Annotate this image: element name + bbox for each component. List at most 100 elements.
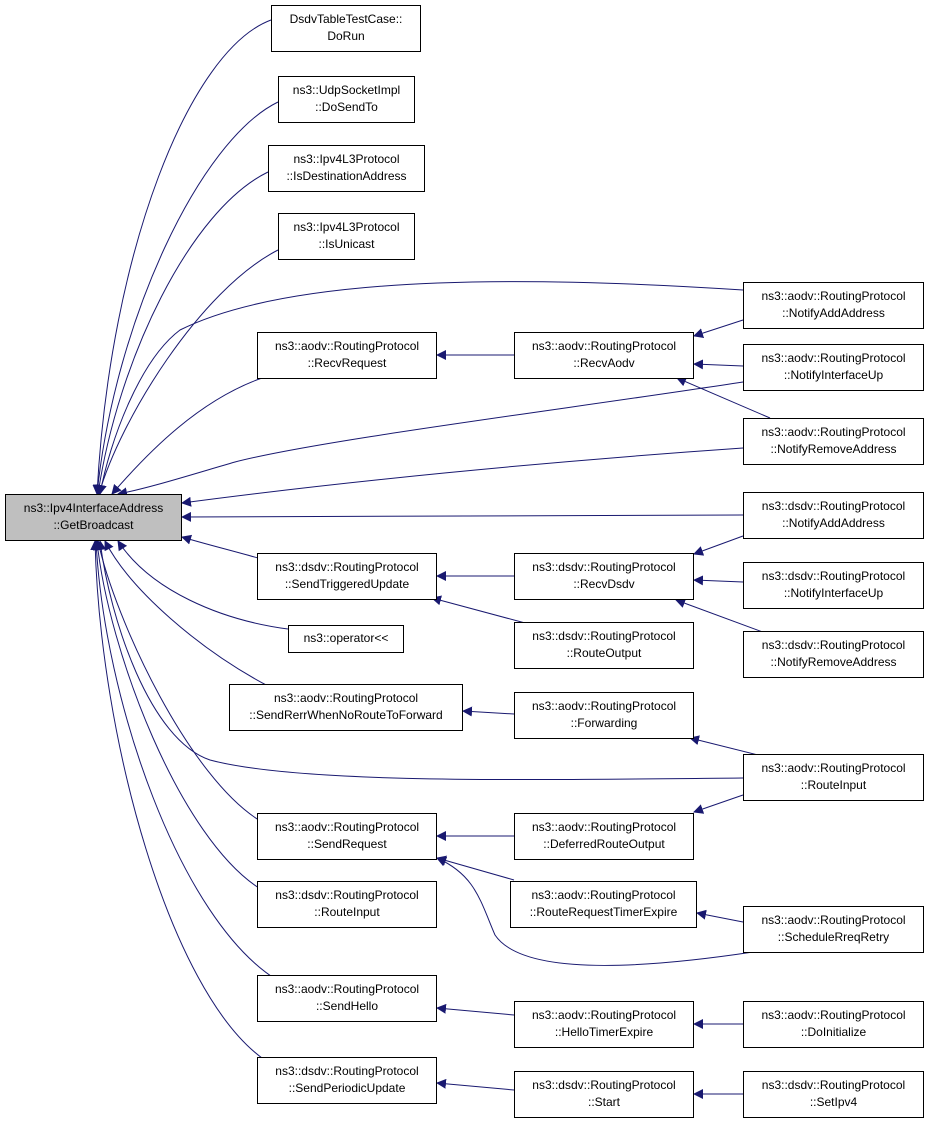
edge-aodv-sendrerr-focus [104,540,269,687]
node-line2: ::RouteInput [314,905,380,919]
node-line1: ns3::aodv::RoutingProtocol [531,699,677,713]
node-line1: ns3::aodv::RoutingProtocol [761,913,906,927]
node-line2: ::NotifyRemoveAddress [770,442,897,456]
node-line1: ns3::dsdv::RoutingProtocol [761,569,906,583]
node-aodv-routerequesttimerexpire[interactable]: ns3::aodv::RoutingProtocol ::RouteReques… [510,881,697,928]
node-line2: ::NotifyRemoveAddress [770,655,897,669]
edge-ipv4l3-isdest [94,171,269,495]
edge-dsdv-notifyup-recvdsdv [693,575,744,586]
node-line2: ::DoSendTo [315,100,378,114]
node-dsdvtabletestcase-dorun[interactable]: DsdvTableTestCase:: DoRun [271,5,421,52]
node-line2: ::SetIpv4 [809,1095,858,1109]
node-aodv-doinitialize[interactable]: ns3::aodv::RoutingProtocol ::DoInitializ… [743,1001,924,1048]
node-aodv-sendhello[interactable]: ns3::aodv::RoutingProtocol ::SendHello [257,975,437,1022]
focus-node-getbroadcast: ns3::Ipv4InterfaceAddress ::GetBroadcast [5,494,182,541]
edge-aodv-routeinput-focus [96,540,744,781]
edge-aodv-notifyremove-focus [181,447,744,507]
edge-dsdv-notifyadd-focus [181,511,744,522]
node-line1: ns3::aodv::RoutingProtocol [274,339,420,353]
edge-aodv-routeinput-deferred [693,794,744,814]
focus-line2: ::GetBroadcast [53,518,134,532]
node-line1: ns3::Ipv4L3Protocol [293,220,400,234]
node-dsdv-sendtriggeredupdate[interactable]: ns3::dsdv::RoutingProtocol ::SendTrigger… [257,553,437,600]
node-dsdv-notifyremoveaddress[interactable]: ns3::dsdv::RoutingProtocol ::NotifyRemov… [743,631,924,678]
node-line1: ns3::Ipv4L3Protocol [293,152,400,166]
node-line2: ::Start [587,1095,620,1109]
node-line2: ::NotifyInterfaceUp [783,368,884,382]
edge-aodv-hellotimer-sendhello [436,1003,515,1016]
edge-dsdv-routeinput-focus [92,540,263,891]
focus-line1: ns3::Ipv4InterfaceAddress [23,501,164,515]
node-line2: ::NotifyAddAddress [782,516,885,530]
node-aodv-forwarding[interactable]: ns3::aodv::RoutingProtocol ::Forwarding [514,692,694,739]
edge-dsdv-notifyadd-recvdsdv [693,535,744,556]
edge-aodv-recvrequest-focus [111,377,263,495]
node-dsdv-recvdsdv[interactable]: ns3::dsdv::RoutingProtocol ::RecvDsdv [514,553,694,600]
node-line2: ::NotifyAddAddress [782,306,885,320]
node-ns3-operator-stream[interactable]: ns3::operator<< [288,625,404,653]
node-aodv-notifyremoveaddress[interactable]: ns3::aodv::RoutingProtocol ::NotifyRemov… [743,418,924,465]
node-dsdv-start[interactable]: ns3::dsdv::RoutingProtocol ::Start [514,1071,694,1118]
edge-aodv-forwarding-sendrerr [462,706,515,717]
node-aodv-notifyinterfaceup[interactable]: ns3::aodv::RoutingProtocol ::NotifyInter… [743,344,924,391]
node-line2: ::IsDestinationAddress [286,169,407,183]
node-line1: ns3::aodv::RoutingProtocol [273,691,419,705]
edge-aodv-schedule-sendrequest [436,857,754,966]
node-aodv-hellotimerexpire[interactable]: ns3::aodv::RoutingProtocol ::HelloTimerE… [514,1001,694,1048]
edge-dsdvtest-doRun [92,19,272,495]
node-line2: ::RouteInput [800,778,867,792]
node-line1: ns3::dsdv::RoutingProtocol [761,638,906,652]
node-line2: ::SendRequest [307,837,387,851]
node-line1: ns3::dsdv::RoutingProtocol [275,1064,419,1078]
node-line2: ::IsUnicast [318,237,375,251]
node-line1: DsdvTableTestCase:: [289,12,403,26]
edge-aodv-sendhello-focus [91,540,278,981]
node-line2: ::RecvAodv [573,356,635,370]
node-dsdv-setipv4[interactable]: ns3::dsdv::RoutingProtocol ::SetIpv4 [743,1071,924,1118]
node-line2: ::DeferredRouteOutput [543,837,665,851]
node-ipv4l3protocol-isunicast[interactable]: ns3::Ipv4L3Protocol ::IsUnicast [278,213,415,260]
edge-aodv-rreqtimer-sendrequest [436,855,515,881]
node-line1: ns3::aodv::RoutingProtocol [761,1008,906,1022]
node-dsdv-notifyaddaddress[interactable]: ns3::dsdv::RoutingProtocol ::NotifyAddAd… [743,492,924,539]
node-udpsocketimpl-dosendto[interactable]: ns3::UdpSocketImpl ::DoSendTo [278,76,415,123]
edge-dsdv-start-sendperiodic [436,1078,515,1091]
node-line1: ns3::dsdv::RoutingProtocol [761,499,906,513]
edge-aodv-sendrequest-focus [95,540,263,823]
edge-udpsocket-dosendto [92,101,279,495]
edge-operator-focus [117,540,289,630]
edge-dsdv-sendperiodic-focus [90,540,263,1059]
node-aodv-sendrequest[interactable]: ns3::aodv::RoutingProtocol ::SendRequest [257,813,437,860]
node-aodv-notifyaddaddress[interactable]: ns3::aodv::RoutingProtocol ::NotifyAddAd… [743,282,924,329]
node-line2: ::SendTriggeredUpdate [284,577,410,591]
node-dsdv-routeinput[interactable]: ns3::dsdv::RoutingProtocol ::RouteInput [257,881,437,928]
node-line1: ns3::dsdv::RoutingProtocol [275,888,419,902]
node-aodv-sendrerrwhennoroutetoforward[interactable]: ns3::aodv::RoutingProtocol ::SendRerrWhe… [229,684,463,731]
node-line2: ::SendPeriodicUpdate [288,1081,406,1095]
node-dsdv-routeoutput[interactable]: ns3::dsdv::RoutingProtocol ::RouteOutput [514,622,694,669]
node-line1: ns3::dsdv::RoutingProtocol [275,560,419,574]
edge-dsdv-sendtriggered-focus [181,534,259,559]
edge-aodv-schedule-rreqtimer [696,909,744,923]
node-line1: ns3::aodv::RoutingProtocol [531,339,677,353]
edge-ipv4l3-isunicast [96,249,279,495]
node-line1: ns3::aodv::RoutingProtocol [274,982,420,996]
node-aodv-deferredrouteoutput[interactable]: ns3::aodv::RoutingProtocol ::DeferredRou… [514,813,694,860]
node-aodv-schedulerreqretry[interactable]: ns3::aodv::RoutingProtocol ::ScheduleRre… [743,906,924,953]
node-line1: ns3::aodv::RoutingProtocol [531,820,677,834]
node-line1: ns3::dsdv::RoutingProtocol [532,629,676,643]
node-aodv-recvrequest[interactable]: ns3::aodv::RoutingProtocol ::RecvRequest [257,332,437,379]
node-aodv-routeinput[interactable]: ns3::aodv::RoutingProtocol ::RouteInput [743,754,924,801]
node-line2: ::SendRerrWhenNoRouteToForward [249,708,443,722]
node-line1: ns3::aodv::RoutingProtocol [761,761,906,775]
node-line2: ::DoInitialize [800,1025,867,1039]
node-line2: ::RouteOutput [566,646,642,660]
edge-dsdv-notifyremove-recvdsdv [675,598,769,635]
node-ipv4l3protocol-isdestinationaddress[interactable]: ns3::Ipv4L3Protocol ::IsDestinationAddre… [268,145,425,192]
node-line1: ns3::aodv::RoutingProtocol [274,820,420,834]
node-dsdv-notifyinterfaceup[interactable]: ns3::dsdv::RoutingProtocol ::NotifyInter… [743,562,924,609]
node-line2: DoRun [327,29,365,43]
node-dsdv-sendperiodicupdate[interactable]: ns3::dsdv::RoutingProtocol ::SendPeriodi… [257,1057,437,1104]
node-aodv-recvaodv[interactable]: ns3::aodv::RoutingProtocol ::RecvAodv [514,332,694,379]
node-line1: ns3::dsdv::RoutingProtocol [532,1078,676,1092]
